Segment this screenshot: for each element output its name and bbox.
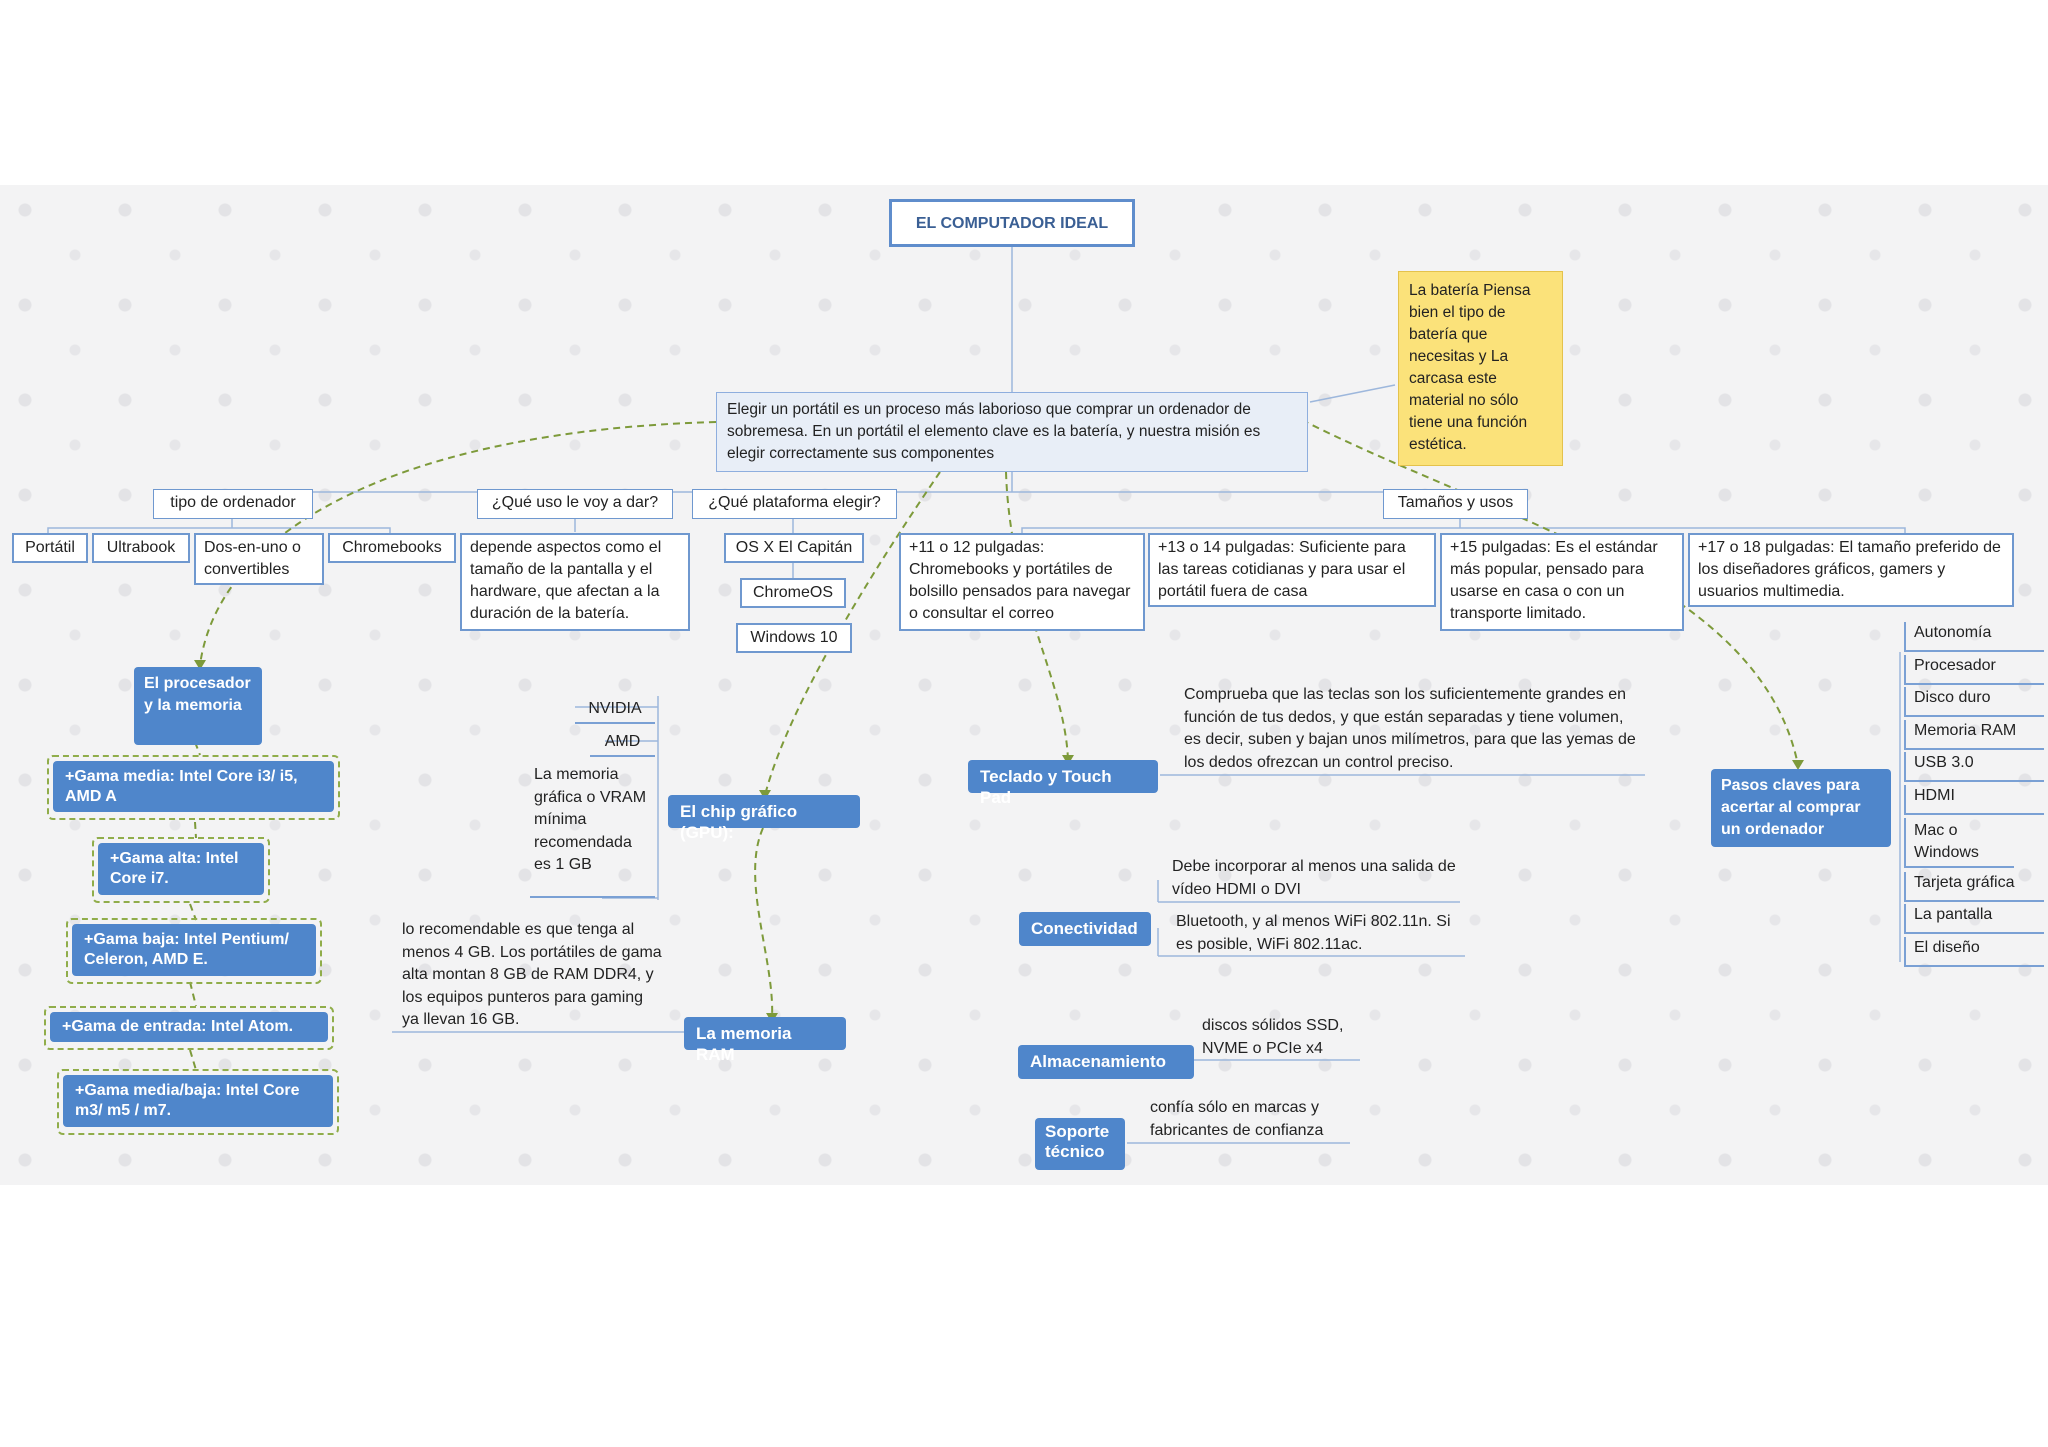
paso-item: El diseño <box>1904 937 2044 967</box>
battery-note: La batería Piensa bien el tipo de baterí… <box>1398 271 1563 466</box>
ram-node: La memoria RAM <box>684 1017 846 1064</box>
gama-alta: +Gama alta: Intel Core i7. <box>92 837 270 903</box>
tipo-item: Dos-en-uno o convertibles <box>194 533 324 585</box>
teclado-node: Teclado y Touch Pad <box>968 760 1158 807</box>
uso-detail: depende aspectos como el tamaño de la pa… <box>460 533 690 631</box>
gama-label: +Gama media: Intel Core i3/ i5, AMD A <box>53 761 334 812</box>
conectividad-item: Debe incorporar al menos una salida de v… <box>1172 858 1456 898</box>
gpu-node: El chip gráfico (GPU): <box>668 795 860 842</box>
soporte-detail: confía sólo en marcas y fabricantes de c… <box>1150 1099 1324 1139</box>
gama-media-baja: +Gama media/baja: Intel Core m3/ m5 / m7… <box>57 1069 339 1135</box>
branch-plataforma: ¿Qué plataforma elegir? <box>692 489 897 519</box>
paso-item: La pantalla <box>1904 904 2044 934</box>
gama-media: +Gama media: Intel Core i3/ i5, AMD A <box>47 755 340 820</box>
branch-tamanos: Tamaños y usos <box>1383 489 1528 519</box>
gpu-item: NVIDIA <box>575 696 655 724</box>
gama-entrada: +Gama de entrada: Intel Atom. <box>44 1006 334 1050</box>
paso-item: HDMI <box>1904 785 2044 815</box>
platform-item: OS X El Capitán <box>724 533 864 563</box>
gama-label: +Gama media/baja: Intel Core m3/ m5 / m7… <box>63 1075 333 1127</box>
almacenamiento-node: Almacenamiento <box>1018 1045 1194 1079</box>
gpu-item: La memoria gráfica o VRAM mínima recomen… <box>530 762 655 898</box>
tipo-item: Chromebooks <box>328 533 456 563</box>
conectividad-item: Bluetooth, y al menos WiFi 802.11n. Si e… <box>1176 913 1451 953</box>
paso-item: Disco duro <box>1904 687 2044 717</box>
branch-uso: ¿Qué uso le voy a dar? <box>477 489 673 519</box>
size-item: +13 o 14 pulgadas: Suficiente para las t… <box>1148 533 1436 607</box>
paso-item: Autonomía <box>1904 622 2044 652</box>
conectividad-node: Conectividad <box>1019 912 1151 946</box>
teclado-detail: Comprueba que las teclas son los suficie… <box>1184 686 1636 771</box>
size-item: +15 pulgadas: Es el estándar más popular… <box>1440 533 1684 631</box>
platform-item: ChromeOS <box>740 578 846 608</box>
gama-baja: +Gama baja: Intel Pentium/ Celeron, AMD … <box>66 918 322 984</box>
paso-item: USB 3.0 <box>1904 752 2044 782</box>
paso-item: Mac o Windows <box>1904 818 2014 868</box>
size-item: +17 o 18 pulgadas: El tamaño preferido d… <box>1688 533 2014 607</box>
size-item: +11 o 12 pulgadas: Chromebooks y portáti… <box>899 533 1145 631</box>
gama-label: +Gama baja: Intel Pentium/ Celeron, AMD … <box>72 924 316 976</box>
central-title: EL COMPUTADOR IDEAL <box>889 199 1135 247</box>
procesador-node: El procesador y la memoria <box>134 667 262 745</box>
gpu-item: AMD <box>590 729 655 757</box>
tipo-item: Ultrabook <box>92 533 190 563</box>
gama-label: +Gama de entrada: Intel Atom. <box>50 1012 328 1042</box>
almacenamiento-detail: discos sólidos SSD, NVME o PCIe x4 <box>1202 1017 1344 1057</box>
main-topic: Elegir un portátil es un proceso más lab… <box>716 392 1308 472</box>
ram-detail: lo recomendable es que tenga al menos 4 … <box>402 921 662 1028</box>
platform-item: Windows 10 <box>736 623 852 653</box>
gama-label: +Gama alta: Intel Core i7. <box>98 843 264 895</box>
tipo-item: Portátil <box>12 533 88 563</box>
branch-tipo-ordenador: tipo de ordenador <box>153 489 313 519</box>
paso-item: Tarjeta gráfica <box>1904 872 2044 902</box>
paso-item: Procesador <box>1904 655 2044 685</box>
pasos-node: Pasos claves para acertar al comprar un … <box>1711 769 1891 847</box>
paso-item: Memoria RAM <box>1904 720 2044 750</box>
soporte-node: Soporte técnico <box>1035 1118 1125 1170</box>
